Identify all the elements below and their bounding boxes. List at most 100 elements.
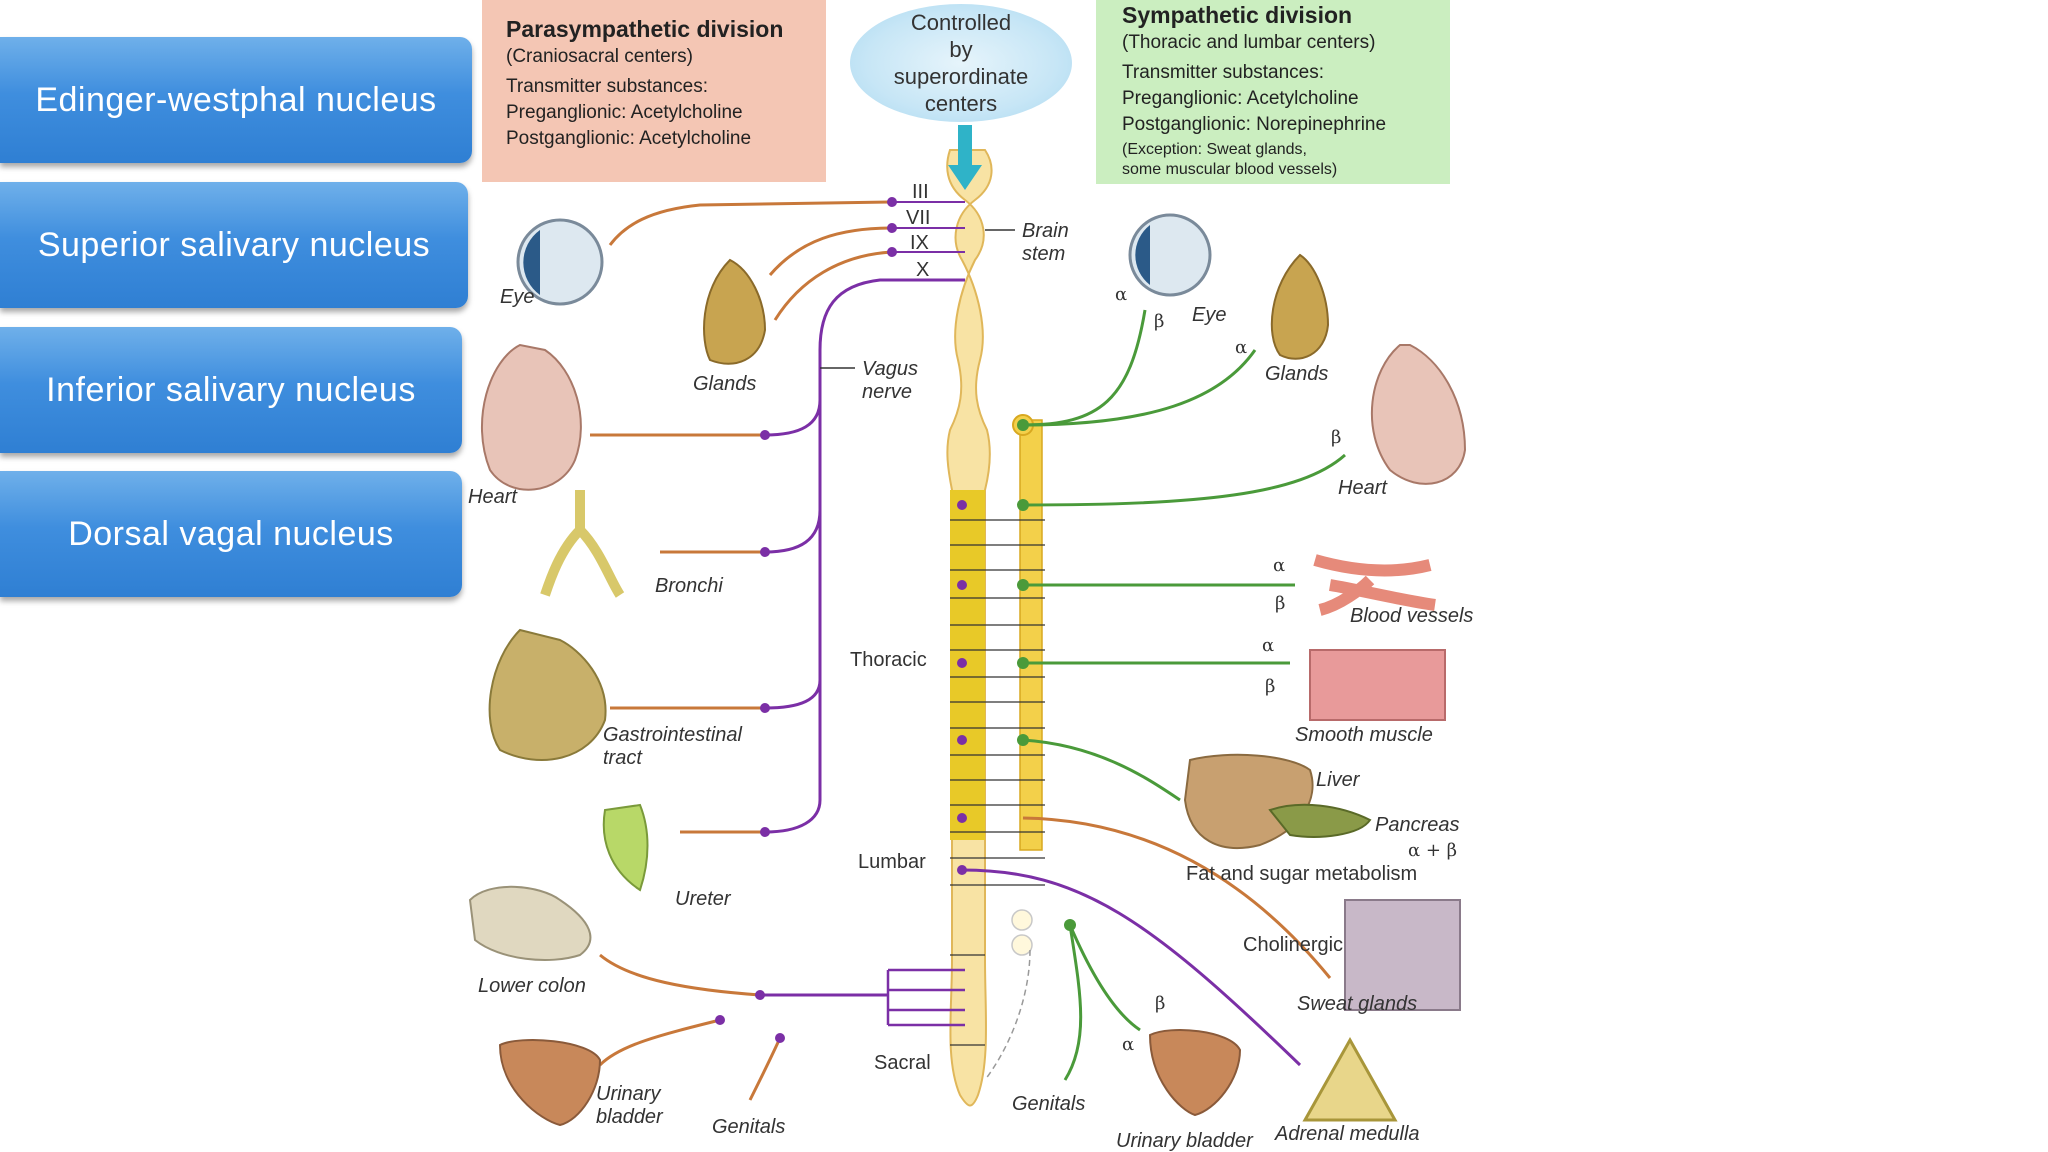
ureter-label: Ureter (675, 888, 732, 910)
sympathetic-transmitter: Transmitter substances: (1122, 62, 1325, 83)
genitals-right-label: Genitals (1012, 1093, 1085, 1115)
sweat-glands-label: Sweat glands (1297, 993, 1417, 1015)
sweat-glands-illustration (1344, 899, 1461, 1011)
beta-vessels: β (1275, 593, 1285, 614)
sympathetic-exception-1: (Exception: Sweat glands, (1122, 141, 1307, 158)
thoracic-segment-block (950, 490, 985, 840)
sympathetic-ganglia (1017, 419, 1076, 931)
vagus-nerve-label-2: nerve (862, 381, 912, 403)
eye-right-illustration (1128, 213, 1212, 297)
beta-heart: β (1331, 427, 1341, 448)
gi-tract-label-2: tract (603, 747, 643, 769)
beta-muscle: β (1265, 676, 1275, 697)
sacral-plexus (886, 954, 985, 1046)
inferior-salivary-nucleus-button[interactable]: Inferior salivary nucleus (0, 327, 462, 453)
parasympathetic-transmitter: Transmitter substances: (506, 76, 709, 97)
smooth-muscle-illustration (1309, 649, 1446, 721)
adrenal-medulla-label: Adrenal medulla (1274, 1123, 1420, 1145)
heart-left-illustration (481, 343, 582, 491)
bladder-right-label: Urinary bladder (1116, 1130, 1254, 1152)
ureter-illustration (602, 803, 649, 892)
parasympathetic-postganglionic: Postganglionic: Acetylcholine (506, 128, 752, 149)
glands-left-illustration (703, 258, 767, 365)
cloud-line-3: superordinate (893, 64, 1029, 89)
parasympathetic-fibers (590, 200, 893, 1101)
glands-right-illustration (1270, 253, 1330, 360)
bladder-left-label-1: Urinary (596, 1083, 661, 1105)
cholinergic-fiber (1022, 816, 1332, 979)
glands-left-label: Glands (693, 373, 756, 395)
gi-tract-illustration (488, 628, 607, 761)
descending-arrow (948, 125, 982, 190)
pancreas-label: Pancreas (1375, 814, 1460, 836)
parasympathetic-title: Parasympathetic division (506, 16, 784, 42)
cranial-nerve-x: X (916, 259, 929, 281)
liver-label: Liver (1316, 769, 1361, 791)
alpha-beta-label: α + β (1408, 840, 1457, 861)
bladder-left-label-2: bladder (596, 1106, 664, 1128)
edinger-westphal-nucleus-button[interactable]: Edinger-westphal nucleus (0, 37, 472, 163)
sympathetic-exception-2: some muscular blood vessels) (1122, 161, 1338, 178)
pancreas-illustration (1268, 803, 1372, 838)
glands-right-label: Glands (1265, 363, 1328, 385)
cranial-nerve-ix: IX (910, 232, 929, 254)
sympathetic-fibers (1022, 309, 1346, 1081)
parasympathetic-info-box: Parasympathetic division (Craniosacral c… (482, 0, 826, 182)
gi-tract-label-1: Gastrointestinal (603, 724, 743, 746)
eye-left-illustration (516, 218, 604, 306)
adrenal-medulla-illustration (1302, 1036, 1398, 1122)
nucleus-label: Dorsal vagal nucleus (68, 514, 394, 553)
parasympathetic-subtitle: (Craniosacral centers) (506, 46, 693, 67)
blood-vessels-label: Blood vessels (1350, 605, 1473, 627)
nucleus-label: Superior salivary nucleus (37, 225, 431, 264)
superordinate-centers-cloud: Controlled by superordinate centers (850, 4, 1072, 122)
superior-salivary-nucleus-button[interactable]: Superior salivary nucleus (0, 182, 468, 308)
nucleus-label: Inferior salivary nucleus (46, 370, 416, 409)
parasympathetic-preganglionic: Preganglionic: Acetylcholine (506, 102, 743, 123)
eye-left-label: Eye (500, 286, 534, 308)
cloud-line-4: centers (924, 91, 998, 116)
bladder-right-illustration (1148, 1029, 1242, 1117)
sympathetic-subtitle: (Thoracic and lumbar centers) (1122, 32, 1376, 53)
genitals-left-label: Genitals (712, 1116, 785, 1138)
alpha-vessels: α (1273, 555, 1285, 576)
dorsal-vagal-nucleus-button[interactable]: Dorsal vagal nucleus (0, 471, 462, 597)
heart-left-label: Heart (468, 486, 518, 508)
brain-stem-label-2: stem (1022, 243, 1065, 265)
fat-sugar-metabolism-label: Fat and sugar metabolism (1186, 863, 1417, 885)
cholinergic-label: Cholinergic (1243, 934, 1343, 956)
blood-vessels-illustration (1313, 554, 1436, 616)
brain-stem-label-1: Brain (1022, 220, 1069, 242)
vagus-nerve-label-1: Vagus (862, 358, 918, 380)
lumbar-label: Lumbar (858, 851, 926, 873)
beta-eye: β (1154, 311, 1164, 332)
heart-right-label: Heart (1338, 477, 1388, 499)
alpha-eye: α (1115, 284, 1127, 305)
lower-colon-illustration (468, 885, 592, 961)
sacral-label: Sacral (874, 1052, 931, 1074)
beta-bladder: β (1155, 993, 1165, 1014)
adrenal-fiber (961, 868, 1302, 1067)
sympathetic-preganglionic: Preganglionic: Acetylcholine (1122, 88, 1359, 109)
bronchi-label: Bronchi (655, 575, 723, 597)
bronchi-illustration (540, 490, 625, 598)
alpha-glands: α (1235, 337, 1247, 358)
bladder-left-illustration (498, 1039, 602, 1127)
dashed-nerve (984, 949, 1031, 1081)
nucleus-label: Edinger-westphal nucleus (35, 80, 437, 119)
vagus-nerve (760, 278, 965, 997)
lower-colon-label: Lower colon (478, 975, 586, 997)
alpha-muscle: α (1262, 635, 1274, 656)
cloud-line-1: Controlled (910, 10, 1012, 35)
heart-right-illustration (1370, 344, 1467, 485)
sympathetic-postganglionic: Postganglionic: Norepinephrine (1122, 114, 1387, 135)
parasympathetic-ganglia (715, 197, 967, 1043)
cranial-nerve-vii: VII (906, 207, 930, 229)
smooth-muscle-label: Smooth muscle (1295, 724, 1433, 746)
sympathetic-info-box: Sympathetic division (Thoracic and lumba… (1096, 0, 1450, 184)
alpha-bladder: α (1122, 1034, 1134, 1055)
eye-right-label: Eye (1192, 304, 1226, 326)
cloud-line-2: by (949, 37, 973, 62)
thoracic-label: Thoracic (850, 649, 927, 671)
